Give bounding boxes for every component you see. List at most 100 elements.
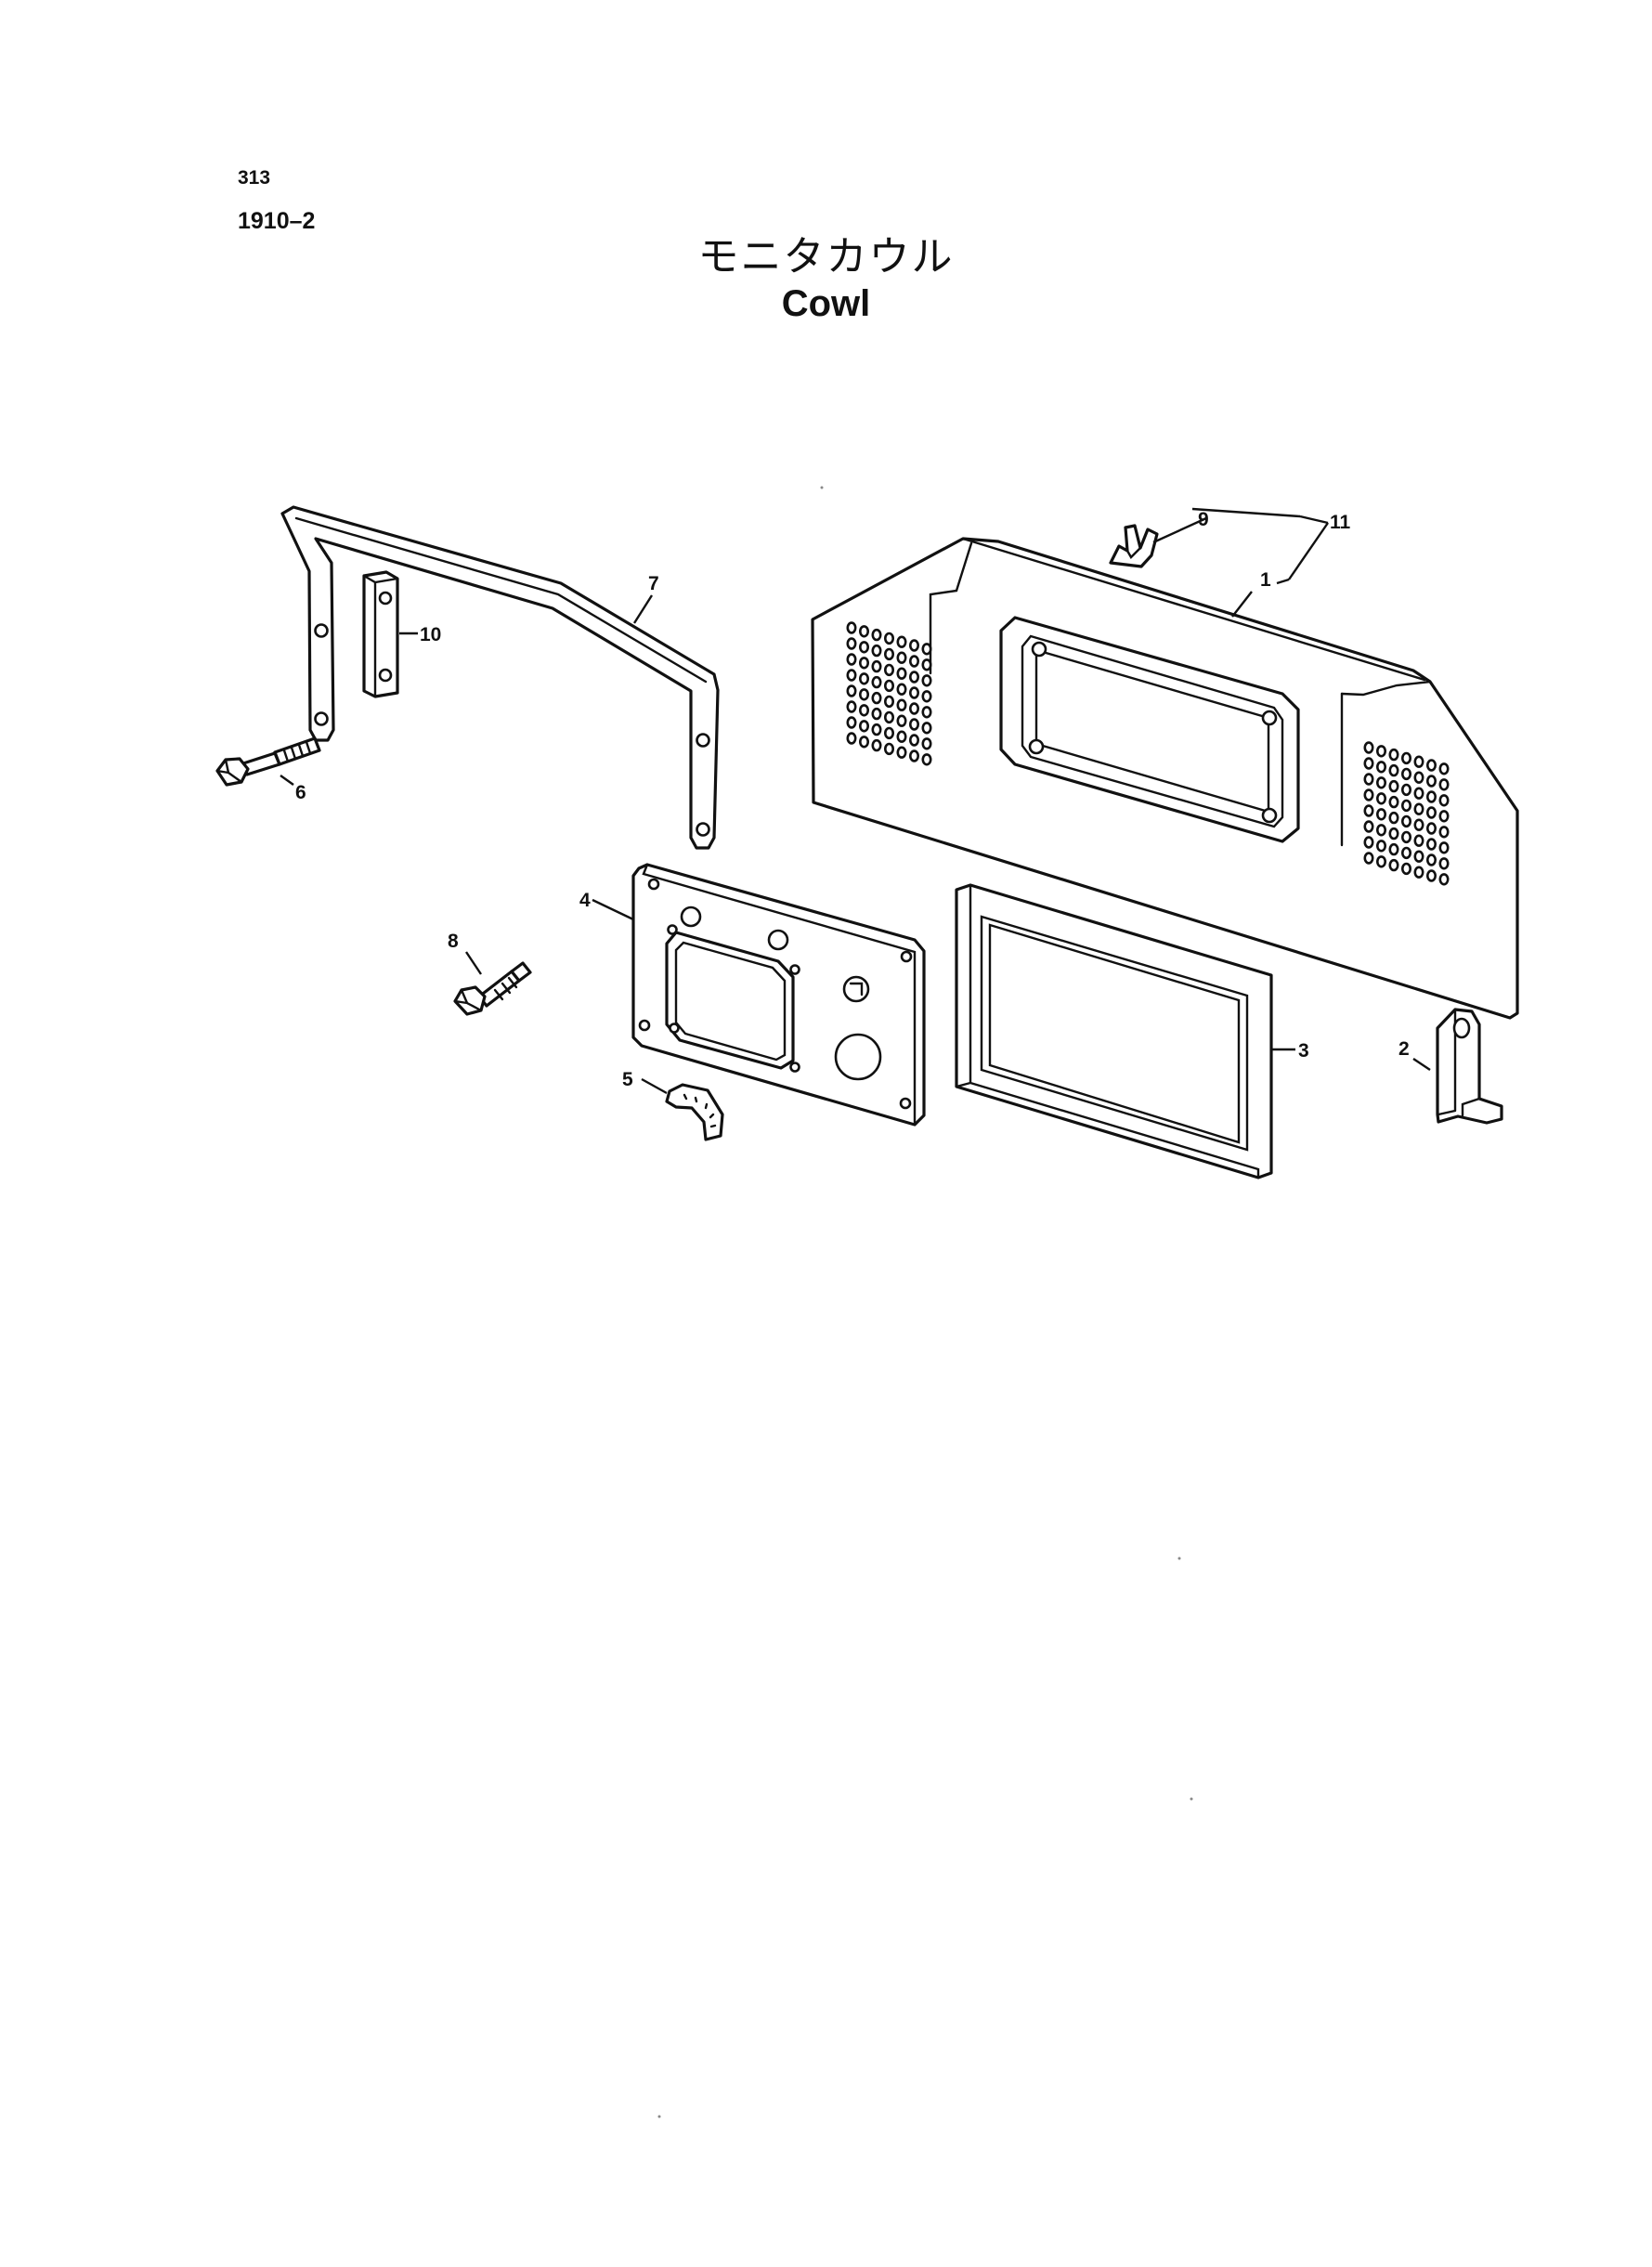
vent-hole — [1388, 811, 1399, 825]
vent-hole — [883, 679, 894, 693]
vent-hole — [858, 688, 869, 701]
vent-hole — [908, 671, 919, 684]
vent-hole — [1376, 840, 1387, 853]
vent-hole — [871, 628, 882, 642]
part-4-monitor-plate — [631, 863, 926, 1127]
vent-hole — [883, 632, 894, 645]
vent-hole — [1363, 773, 1374, 786]
vent-hole — [1363, 852, 1374, 865]
vent-hole — [896, 698, 907, 711]
vent-hole — [1363, 836, 1374, 849]
vent-hole — [1438, 857, 1450, 870]
part-5-dial-label — [665, 1083, 724, 1141]
callout-1: 1 — [1260, 569, 1271, 591]
vent-hole — [1388, 827, 1399, 840]
vent-hole — [858, 625, 869, 638]
figure-code: 1910–2 — [238, 208, 316, 234]
vent-hole — [921, 690, 932, 703]
vent-hole — [1388, 858, 1399, 872]
part-8-bolt — [453, 961, 532, 1016]
part-10-plate — [362, 570, 399, 698]
vent-hole — [846, 621, 857, 634]
title-english: Cowl — [781, 283, 871, 324]
right-vent-holes — [1363, 741, 1450, 886]
vent-hole — [1388, 763, 1399, 777]
vent-hole — [908, 686, 919, 699]
vent-hole — [846, 732, 857, 745]
vent-hole — [1376, 776, 1387, 789]
vent-hole — [1426, 775, 1437, 788]
vent-hole — [1413, 771, 1424, 784]
vent-hole — [1438, 794, 1450, 807]
vent-hole — [1401, 783, 1412, 797]
vent-hole — [883, 742, 894, 756]
vent-hole — [908, 639, 919, 652]
vent-hole — [1413, 755, 1424, 768]
part-2-mounting-bracket — [1436, 1008, 1503, 1125]
vent-hole — [1401, 830, 1412, 844]
vent-hole — [846, 669, 857, 682]
vent-hole — [1388, 795, 1399, 809]
left-vent-holes — [846, 621, 932, 766]
vent-hole — [1438, 778, 1450, 791]
callout-3: 3 — [1298, 1040, 1309, 1062]
vent-hole — [858, 704, 869, 717]
part-7-support-frame — [280, 505, 720, 850]
callout-9: 9 — [1198, 509, 1209, 530]
vent-hole — [871, 644, 882, 658]
vent-hole — [921, 722, 932, 735]
vent-hole — [908, 718, 919, 731]
vent-hole — [846, 637, 857, 650]
vent-hole — [883, 726, 894, 740]
leader-lines — [280, 507, 1431, 1095]
vent-hole — [1376, 761, 1387, 774]
vent-hole — [871, 738, 882, 752]
vent-hole — [921, 753, 932, 766]
vent-hole — [1401, 846, 1412, 860]
vent-hole — [896, 667, 907, 680]
vent-hole — [908, 734, 919, 747]
title-japanese: モニタカウル — [697, 233, 955, 280]
vent-hole — [871, 691, 882, 705]
vent-hole — [883, 647, 894, 661]
vent-hole — [883, 710, 894, 724]
vent-hole — [1363, 804, 1374, 817]
vent-hole — [1401, 799, 1412, 813]
callout-11: 11 — [1330, 512, 1351, 533]
vent-hole — [896, 683, 907, 696]
vent-hole — [1388, 842, 1399, 856]
vent-hole — [1426, 790, 1437, 803]
vent-hole — [1401, 862, 1412, 876]
part-3-window-frame — [955, 883, 1273, 1179]
vent-hole — [1401, 751, 1412, 765]
vent-hole — [921, 658, 932, 671]
vent-hole — [1438, 841, 1450, 854]
vent-hole — [1413, 818, 1424, 831]
vent-hole — [1413, 866, 1424, 879]
vent-hole — [896, 635, 907, 648]
vent-hole — [921, 674, 932, 687]
vent-hole — [908, 749, 919, 762]
vent-hole — [846, 716, 857, 729]
vent-hole — [1438, 826, 1450, 839]
callout-4: 4 — [579, 890, 591, 911]
vent-hole — [1376, 792, 1387, 805]
vent-hole — [1413, 787, 1424, 800]
vent-hole — [858, 657, 869, 670]
vent-hole — [1401, 767, 1412, 781]
vent-hole — [871, 723, 882, 736]
vent-hole — [921, 706, 932, 719]
vent-hole — [871, 675, 882, 689]
vent-hole — [896, 730, 907, 743]
page-number: 313 — [238, 167, 271, 189]
vent-hole — [1426, 853, 1437, 866]
vent-hole — [1376, 824, 1387, 837]
callout-8: 8 — [448, 931, 459, 952]
vent-hole — [1376, 745, 1387, 758]
vent-hole — [1376, 808, 1387, 821]
vent-hole — [1363, 820, 1374, 833]
vent-hole — [896, 714, 907, 727]
vent-hole — [846, 653, 857, 666]
vent-hole — [1426, 806, 1437, 819]
vent-hole — [1363, 788, 1374, 801]
